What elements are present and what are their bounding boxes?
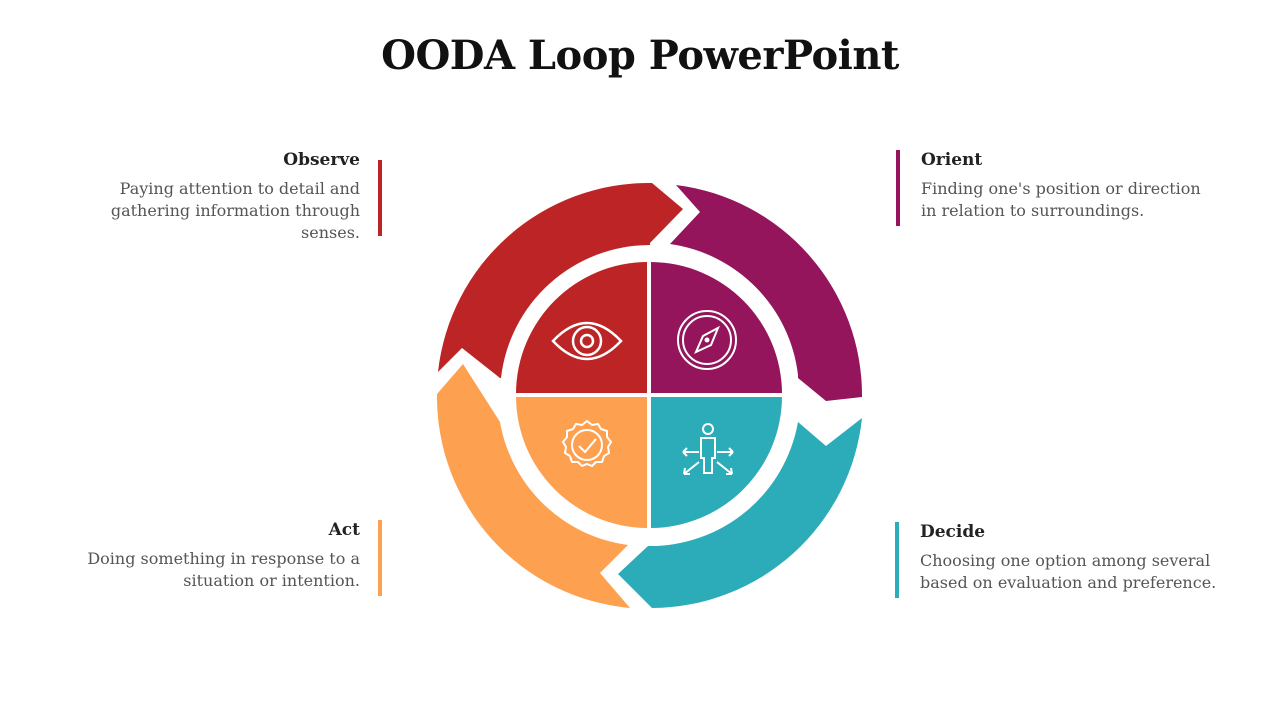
act-heading: Act	[328, 520, 360, 540]
inner-quadrants	[516, 262, 782, 528]
orient-heading: Orient	[921, 150, 983, 170]
observe-step: Observe Paying attention to detail and g…	[90, 150, 382, 244]
eye-icon	[551, 321, 623, 361]
act-quadrant	[516, 397, 647, 528]
approved-badge-icon	[561, 419, 613, 468]
slide-title: OODA Loop PowerPoint	[381, 32, 899, 79]
decide-accent-bar	[895, 522, 899, 598]
orient-accent-bar	[896, 150, 900, 226]
orient-quadrant	[651, 262, 782, 393]
decide-heading: Decide	[920, 522, 986, 542]
observe-accent-bar	[378, 160, 382, 236]
observe-heading: Observe	[283, 150, 360, 170]
act-step: Act Doing something in response to a sit…	[80, 520, 382, 596]
person-choices-icon	[682, 423, 734, 475]
act-arrow-segment	[436, 364, 630, 608]
decide-arrow-segment	[618, 418, 862, 608]
decide-description: Choosing one option among several based …	[920, 551, 1217, 592]
observe-description: Paying attention to detail and gathering…	[110, 179, 360, 242]
orient-arrow-segment	[670, 185, 863, 401]
orient-description: Finding one's position or direction in r…	[921, 179, 1201, 220]
act-accent-bar	[378, 520, 382, 596]
compass-icon	[677, 310, 737, 370]
decide-quadrant	[651, 397, 782, 528]
orient-step: Orient Finding one's position or directi…	[896, 150, 1221, 226]
decide-step: Decide Choosing one option among several…	[895, 522, 1230, 598]
observe-arrow-segment	[438, 182, 683, 378]
outer-ring	[436, 182, 863, 608]
act-description: Doing something in response to a situati…	[87, 549, 360, 590]
